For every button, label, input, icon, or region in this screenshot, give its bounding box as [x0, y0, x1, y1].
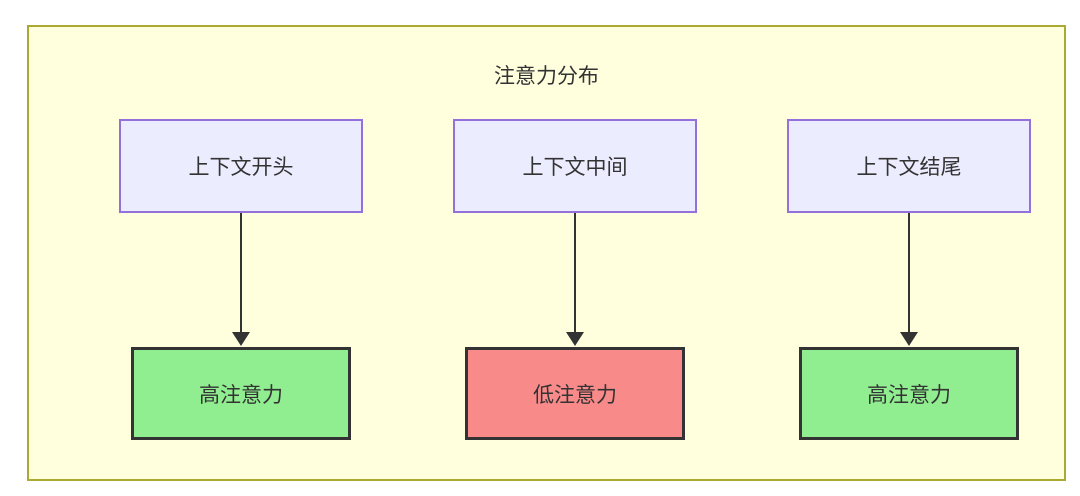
node-context-start: 上下文开头 — [119, 119, 363, 213]
node-context-end: 上下文结尾 — [787, 119, 1031, 213]
arrow-line — [908, 213, 910, 333]
arrow-down-icon — [232, 332, 250, 346]
diagram-title: 注意力分布 — [494, 64, 599, 88]
arrow-line — [240, 213, 242, 333]
attention-distribution-panel: 注意力分布 上下文开头 高注意力 上下文中间 低注意力 上下文结尾 高注意力 — [27, 25, 1066, 481]
arrow-line — [574, 213, 576, 333]
node-high-attention-2: 高注意力 — [799, 347, 1019, 440]
node-high-attention-1: 高注意力 — [131, 347, 351, 440]
node-context-middle: 上下文中间 — [453, 119, 697, 213]
arrow-down-icon — [900, 332, 918, 346]
node-low-attention: 低注意力 — [465, 347, 685, 440]
arrow-down-icon — [566, 332, 584, 346]
